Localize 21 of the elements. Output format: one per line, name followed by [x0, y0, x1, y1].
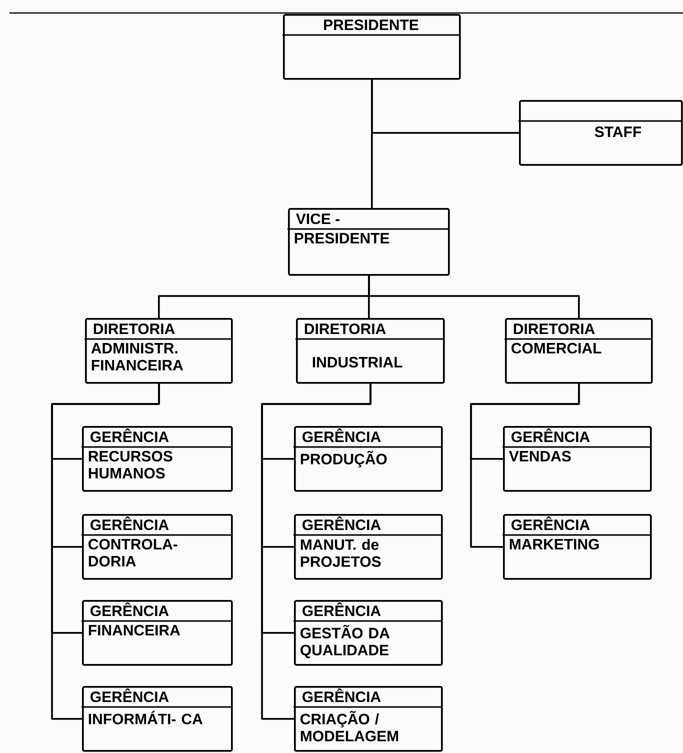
org-box: GERÊNCIA PRODUÇÃO — [293, 426, 443, 492]
org-box: GERÊNCIA MANUT. de PROJETOS — [293, 514, 443, 580]
org-box: DIRETORIA ADMINISTR. FINANCEIRA — [84, 318, 233, 384]
org-box: STAFF — [518, 100, 683, 166]
org-box: DIRETORIA INDUSTRIAL — [295, 318, 445, 384]
org-box: GERÊNCIA GESTÃO DA QUALIDADE — [293, 600, 443, 666]
connector-line — [371, 78, 373, 209]
org-box: GERÊNCIA CONTROLA- DORIA — [81, 514, 233, 580]
org-box: GERÊNCIA VENDAS — [502, 426, 652, 492]
org-box: GERÊNCIA CRIAÇÃO / MODELAGEM — [293, 686, 443, 752]
org-box: GERÊNCIA MARKETING — [502, 514, 652, 580]
org-box: DIRETORIA COMERCIAL — [504, 318, 653, 384]
org-box: GERÊNCIA INFORMÁTI- CA — [81, 686, 233, 752]
org-box: PRESIDENTE — [282, 14, 461, 80]
org-box: VICE - PRESIDENTE — [287, 208, 450, 276]
org-box: GERÊNCIA FINANCEIRA — [81, 600, 233, 666]
connector-line — [470, 382, 580, 548]
connector-line — [368, 274, 580, 319]
connector-line — [51, 382, 160, 720]
org-box: GERÊNCIA RECURSOS HUMANOS — [81, 426, 233, 492]
connector-line — [261, 382, 372, 720]
